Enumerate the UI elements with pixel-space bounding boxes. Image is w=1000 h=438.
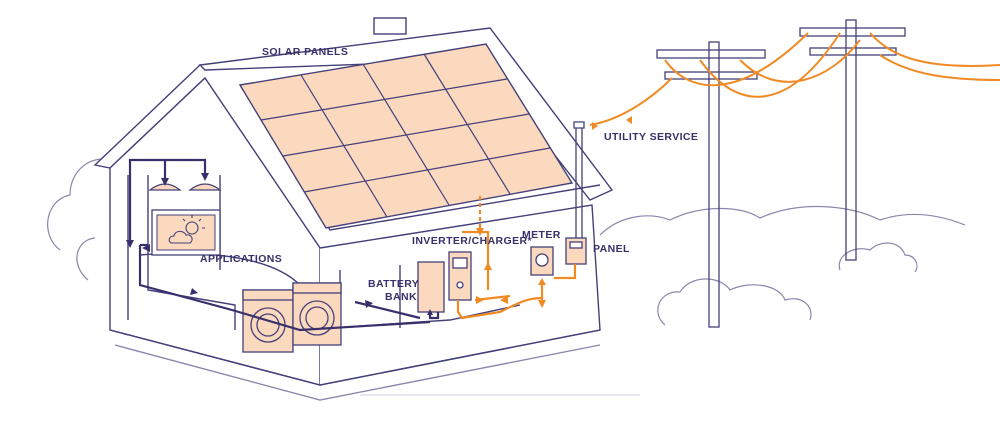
pole-2-crossarm: [799, 27, 906, 37]
hill-right: [599, 205, 966, 236]
floor-slab: [114, 344, 601, 401]
chimney: [373, 17, 407, 35]
battery-bank-unit: [417, 261, 445, 313]
light-2: [188, 183, 222, 191]
equipment: [417, 237, 587, 313]
roof: [198, 27, 614, 201]
solar-panel-frame: [238, 43, 574, 229]
dryer-door: [299, 300, 335, 336]
label-battery: BATTERY: [368, 278, 419, 290]
label-applications: APPLICATIONS: [200, 253, 282, 265]
bush-right-2: [838, 242, 918, 273]
solar-panel-array: [238, 43, 574, 229]
diagram-labels: SOLAR PANELS UTILITY SERVICE APPLICATION…: [200, 46, 698, 303]
label-meter: METER: [522, 229, 561, 241]
sun-cloud-icon: [168, 215, 205, 244]
pole-2: [845, 19, 857, 261]
label-utility-service: UTILITY SERVICE: [604, 131, 698, 143]
light-1: [148, 183, 182, 191]
utility-wires: [589, 32, 1000, 126]
tv-appliance: [151, 209, 221, 256]
floor-line: [109, 329, 601, 386]
label-panel: PANEL: [593, 243, 630, 255]
pole-1: [708, 41, 720, 328]
bush-right: [657, 278, 812, 326]
interior-wall-1: [127, 175, 236, 330]
tv-screen: [156, 214, 216, 251]
label-solar-panels: SOLAR PANELS: [262, 46, 348, 58]
tree-left-small: [76, 237, 96, 281]
wiring-arrows: [126, 173, 433, 315]
orange-arrows: [476, 116, 632, 308]
label-inverter-charger: INVERTER/CHARGER*: [412, 235, 532, 247]
service-mast: [573, 121, 585, 250]
label-bank: BANK: [385, 291, 417, 303]
ceiling-lights: [148, 183, 222, 191]
pole-1-crossarm: [656, 49, 766, 59]
